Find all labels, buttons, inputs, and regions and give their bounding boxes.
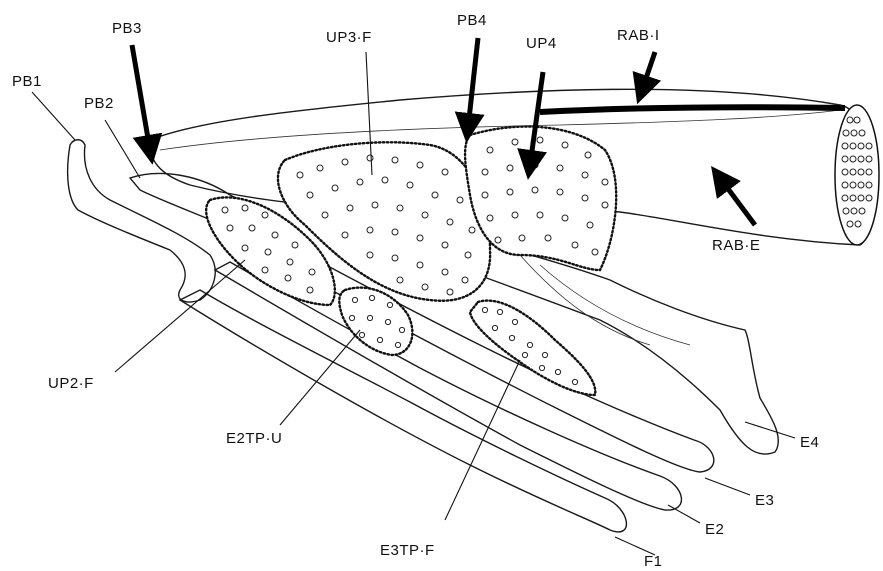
label-pb4: PB4 [457,12,487,29]
label-pb3: PB3 [112,20,142,37]
label-pb2: PB2 [84,95,114,112]
rab-cut-end [835,105,879,245]
label-rabi: RAB·I [617,27,660,44]
label-e4: E4 [800,434,819,451]
label-e3: E3 [755,492,774,509]
tooth-plate-e3tpf [470,301,595,395]
pharyngobranchial-pb1 [68,140,216,302]
arrow-pb3 [132,45,150,150]
label-up2f: UP2·F [48,375,94,392]
arrow-pb4 [468,38,478,128]
label-e2: E2 [705,521,724,538]
label-rabe: RAB·E [712,237,760,254]
tooth-plate-e2tpu [339,288,412,355]
label-f1: F1 [644,553,663,570]
arrow-rab-e [720,178,755,225]
label-e3tpf: E3TP·F [380,542,435,559]
label-up3f: UP3·F [326,29,372,46]
label-e2tpu: E2TP·U [226,430,282,447]
arrow-rab-i [642,52,655,90]
label-pb1: PB1 [12,73,42,90]
label-up4: UP4 [526,35,557,52]
